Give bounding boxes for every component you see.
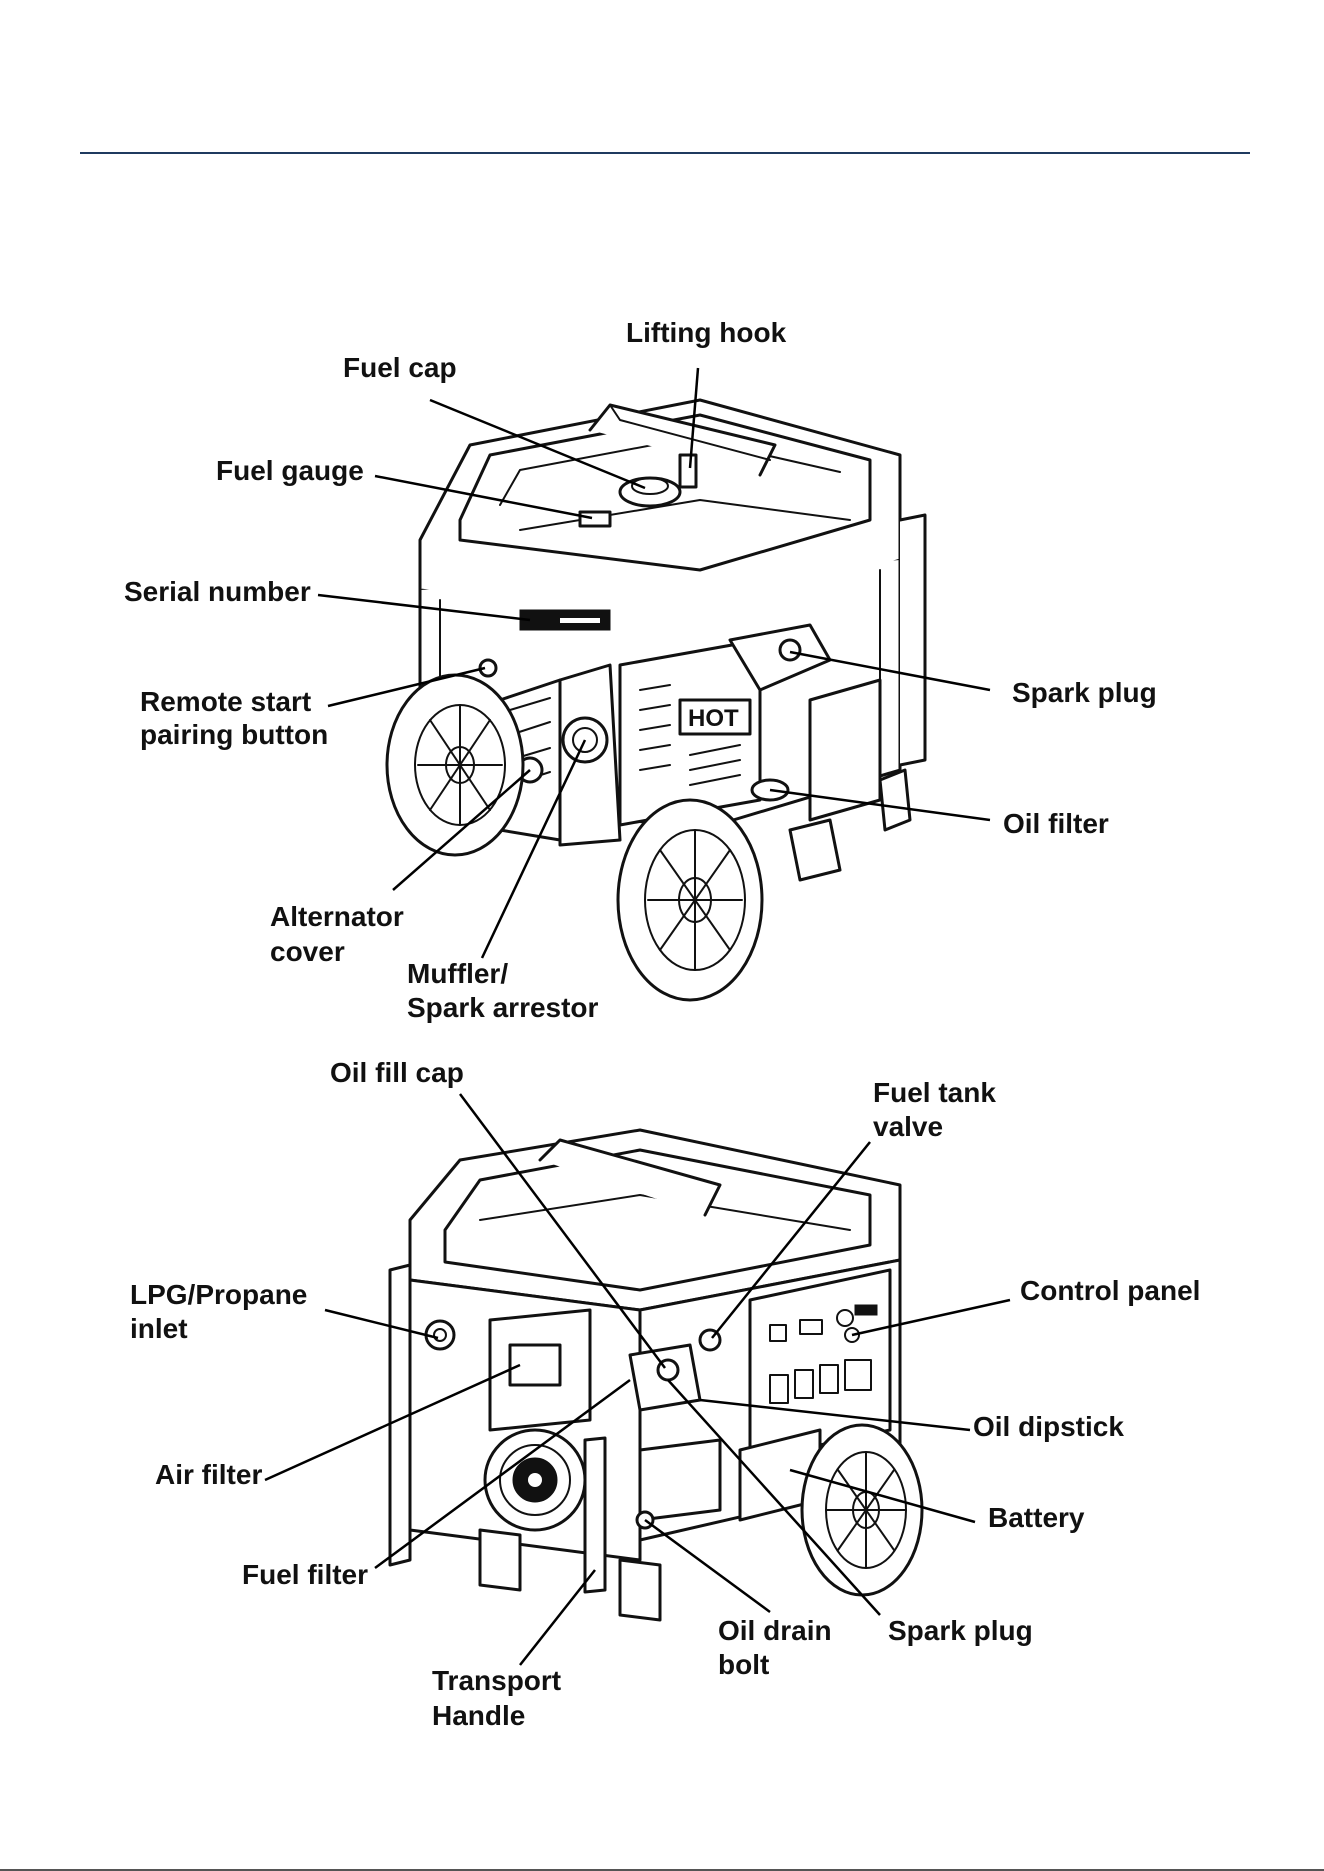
label-fuel-cap: Fuel cap [343, 352, 457, 383]
label-remote-start-2: pairing button [140, 719, 328, 750]
label-fuel-tank-valve-2: valve [873, 1111, 943, 1142]
label-lifting-hook: Lifting hook [626, 317, 787, 348]
label-remote-start-1: Remote start [140, 686, 311, 717]
label-oil-drain-1: Oil drain [718, 1615, 832, 1646]
rear-wheel [387, 675, 523, 855]
flywheel-fan [485, 1430, 585, 1530]
label-lpg-1: LPG/Propane [130, 1279, 307, 1310]
label-fuel-filter: Fuel filter [242, 1559, 368, 1590]
label-transport-2: Handle [432, 1700, 525, 1731]
label-lpg-2: inlet [130, 1313, 188, 1344]
label-oil-drain-2: bolt [718, 1649, 769, 1680]
label-oil-fill-cap: Oil fill cap [330, 1057, 464, 1088]
label-oil-dipstick: Oil dipstick [973, 1411, 1124, 1442]
generator-bottom-view [390, 1130, 922, 1620]
label-muffler-2: Spark arrestor [407, 992, 599, 1023]
label-muffler-1: Muffler/ [407, 958, 508, 989]
label-battery: Battery [988, 1502, 1085, 1533]
bottom-wheel [802, 1425, 922, 1595]
label-alternator-1: Alternator [270, 901, 404, 932]
label-spark-plug-top: Spark plug [1012, 677, 1157, 708]
label-alternator-2: cover [270, 936, 345, 967]
brand-badge: HOT [688, 705, 739, 732]
generator-top-view: HOT [387, 400, 925, 1000]
label-spark-plug-bottom: Spark plug [888, 1615, 1033, 1646]
label-transport-1: Transport [432, 1665, 561, 1696]
label-fuel-gauge: Fuel gauge [216, 455, 364, 486]
label-oil-filter: Oil filter [1003, 808, 1109, 839]
front-wheel [618, 800, 762, 1000]
label-control-panel: Control panel [1020, 1275, 1200, 1306]
label-fuel-tank-valve-1: Fuel tank [873, 1077, 996, 1108]
label-air-filter: Air filter [155, 1459, 262, 1490]
label-serial-number: Serial number [124, 576, 311, 607]
